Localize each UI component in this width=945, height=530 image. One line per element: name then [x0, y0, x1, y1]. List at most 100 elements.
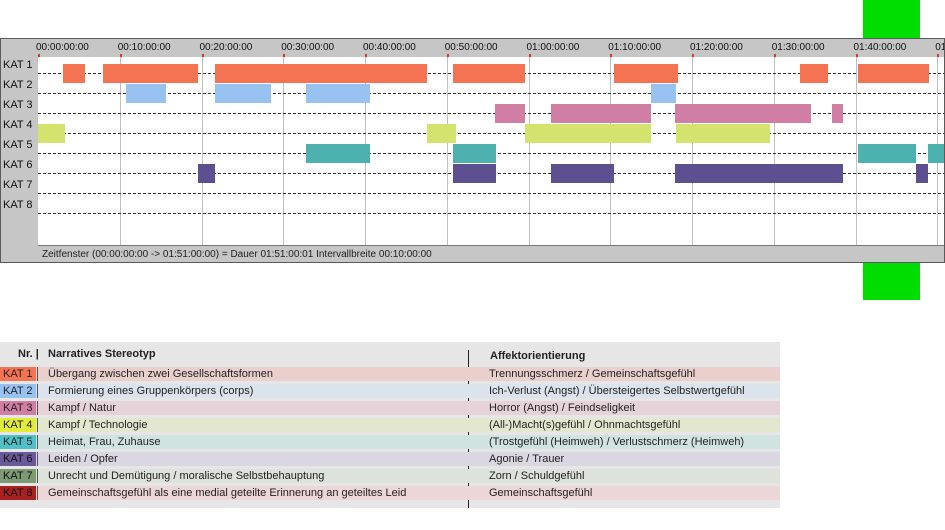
segment-kat-6[interactable]: [550, 164, 614, 183]
segment-kat-2[interactable]: [214, 84, 271, 103]
timeline-panel[interactable]: 00:00:00:00 00:10:00:00 00:20:00:00 00:30:0…: [0, 38, 945, 263]
stereotype-text: Unrecht und Demütigung / moralische Selb…: [48, 470, 325, 482]
category-label: KAT 8: [3, 199, 33, 211]
row-separator: [37, 435, 38, 449]
category-label: KAT 6: [3, 159, 33, 171]
tick-label: 01:40:00:00: [853, 42, 907, 53]
legend-row: KAT 2 Formierung eines Gruppenkörpers (co…: [0, 384, 780, 398]
grid-line: [855, 57, 857, 245]
row-separator: [37, 452, 38, 466]
segment-kat-1[interactable]: [63, 64, 86, 83]
affekt-text: (Trostgefühl (Heimweh) / Verlustschmerz …: [489, 436, 745, 448]
segment-kat-5[interactable]: [857, 144, 916, 163]
grid-line: [773, 57, 775, 245]
grid-line: [446, 57, 448, 245]
segment-kat-1[interactable]: [613, 64, 679, 83]
grid-line: [283, 57, 285, 245]
green-marker-bottom: [863, 263, 920, 300]
category-track-line: [38, 193, 944, 194]
grid-line: [119, 57, 121, 245]
legend-row: KAT 8 Gemeinschaftsgefühl als eine medial…: [0, 486, 780, 500]
affekt-text: Ich-Verlust (Angst) / Übersteigertes Sel…: [489, 385, 745, 397]
tick-label: 00:30:00:00: [281, 42, 335, 53]
tick-mark: [773, 54, 776, 57]
tick-mark: [610, 54, 613, 57]
segment-kat-5[interactable]: [306, 144, 370, 163]
tick-mark: [38, 54, 40, 57]
segment-kat-5[interactable]: [453, 144, 496, 163]
segment-kat-6[interactable]: [674, 164, 844, 183]
grid-line: [610, 57, 612, 245]
tick-label: 00:10:00:00: [117, 42, 171, 53]
category-badge: KAT 2: [0, 384, 36, 398]
segment-kat-6[interactable]: [198, 164, 215, 183]
row-separator: [37, 486, 38, 500]
tick-label: 01: [935, 42, 944, 53]
segment-kat-2[interactable]: [651, 84, 676, 103]
segment-kat-3[interactable]: [674, 104, 811, 123]
row-separator: [37, 401, 38, 415]
category-badge: KAT 8: [0, 486, 36, 500]
grid-line: [692, 57, 693, 245]
segment-kat-4[interactable]: [525, 124, 652, 143]
segment-kat-3[interactable]: [494, 104, 526, 123]
tick-mark: [201, 54, 204, 57]
status-bar: Zeitfenster (00:00:00:00 -> 01:51:00:00)…: [38, 245, 944, 262]
segment-kat-6[interactable]: [453, 164, 496, 183]
segment-kat-3[interactable]: [550, 104, 652, 123]
category-label: KAT 4: [3, 119, 33, 131]
tick-label: 00:20:00:00: [199, 42, 253, 53]
category-badge: KAT 3: [0, 401, 36, 415]
category-badge: KAT 5: [0, 435, 36, 449]
segment-kat-4[interactable]: [427, 124, 456, 143]
segment-kat-1[interactable]: [214, 64, 428, 83]
category-track-line: [38, 113, 944, 114]
tick-label: 01:00:00:00: [526, 42, 580, 53]
segment-kat-1[interactable]: [799, 64, 828, 83]
tick-mark: [528, 54, 531, 57]
tick-label: 00:00:00:00: [36, 42, 89, 53]
category-badge: KAT 4: [0, 418, 36, 432]
tick-label: 01:10:00:00: [608, 42, 662, 53]
segment-kat-1[interactable]: [453, 64, 526, 83]
row-separator: [37, 384, 38, 398]
category-badge: KAT 1: [0, 367, 36, 381]
segment-kat-2[interactable]: [126, 84, 166, 103]
affekt-text: Horror (Angst) / Feindseligkeit: [489, 402, 636, 414]
segment-kat-3[interactable]: [831, 104, 844, 123]
segment-kat-2[interactable]: [306, 84, 370, 103]
category-track-line: [38, 93, 944, 94]
stereotype-text: Heimat, Frau, Zuhause: [48, 436, 161, 448]
segment-kat-4[interactable]: [38, 124, 65, 143]
stereotype-text: Formierung eines Gruppenkörpers (corps): [48, 385, 254, 397]
category-label: KAT 2: [3, 79, 33, 91]
green-marker-top: [863, 0, 920, 38]
category-label: KAT 5: [3, 139, 33, 151]
category-track-line: [38, 213, 944, 214]
legend-row: KAT 5 Heimat, Frau, Zuhause (Trostgefühl (…: [0, 435, 780, 449]
legend-header-nr: Nr. |: [18, 348, 39, 360]
category-badge: KAT 7: [0, 469, 36, 483]
affekt-text: Trennungsschmerz / Gemeinschaftsgefühl: [489, 368, 696, 380]
timeline-plot[interactable]: [38, 57, 944, 245]
segment-kat-1[interactable]: [857, 64, 930, 83]
segment-kat-4[interactable]: [675, 124, 770, 143]
legend-header-stereotype: Narratives Stereotyp: [48, 348, 156, 360]
segment-kat-6[interactable]: [915, 164, 929, 183]
affekt-text: Agonie / Trauer: [489, 453, 565, 465]
segment-kat-5[interactable]: [928, 144, 944, 163]
row-separator: [37, 367, 38, 381]
segment-kat-1[interactable]: [102, 64, 199, 83]
legend-table: Nr. | Narratives Stereotyp Affektorienti…: [0, 342, 780, 508]
tick-label: 00:40:00:00: [363, 42, 416, 53]
category-label: KAT 1: [3, 59, 33, 71]
grid-line: [201, 57, 203, 245]
stereotype-text: Gemeinschaftsgefühl als eine medial gete…: [48, 487, 407, 499]
tick-mark: [937, 54, 940, 57]
grid-line: [528, 57, 530, 245]
tick-mark: [365, 54, 367, 57]
affekt-text: Gemeinschaftsgefühl: [489, 487, 593, 499]
tick-mark: [283, 54, 286, 57]
